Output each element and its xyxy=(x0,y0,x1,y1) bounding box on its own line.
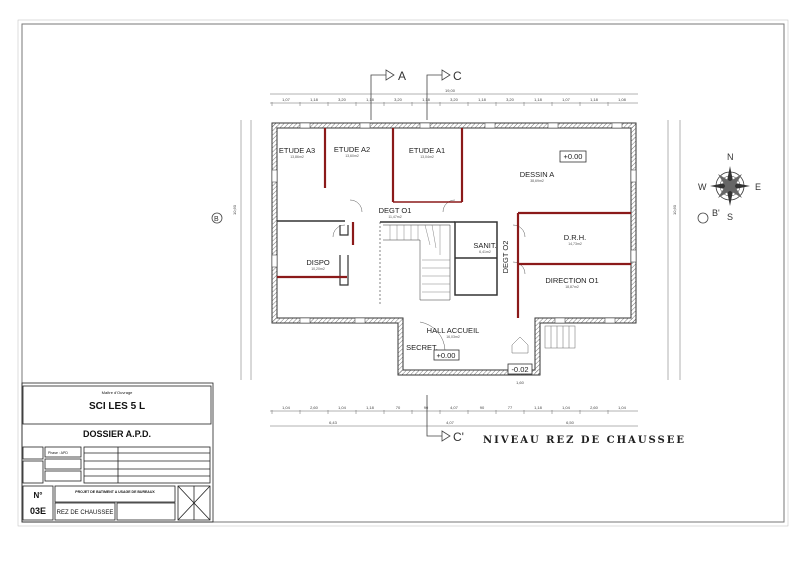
svg-text:+0.00: +0.00 xyxy=(437,351,456,360)
dimension-label: 3,20 xyxy=(394,97,403,102)
level-marker-main: +0.00 xyxy=(559,150,587,163)
room-area: 13,86m2 xyxy=(290,155,304,159)
dimension-label: 1,18 xyxy=(478,97,487,102)
compass-e: E xyxy=(755,182,761,192)
overall-depth-right: 10,60 xyxy=(672,204,677,215)
dimension-label: 4,07 xyxy=(450,405,459,410)
dimension-label: 3,20 xyxy=(506,97,515,102)
overall-depth-left: 10,60 xyxy=(232,204,237,215)
room-label: SANIT. xyxy=(473,241,496,250)
dimension-label: 1,18 xyxy=(534,405,543,410)
bottom-dimensions xyxy=(270,410,638,427)
section-b-label: B xyxy=(214,216,219,223)
sheet-number: 03E xyxy=(30,506,46,516)
section-b-prime-label: B' xyxy=(712,208,720,218)
room-area: 38,69m2 xyxy=(530,179,544,183)
entrance-steps xyxy=(511,325,576,354)
dimension-label: 1,18 xyxy=(366,97,375,102)
room-label: DIRECTION O1 xyxy=(545,276,598,285)
room-area: 13,04m2 xyxy=(420,155,434,159)
dimension-label: 2,60 xyxy=(590,405,599,410)
dimension-total: 6,43 xyxy=(329,420,338,425)
dimension-label: 1,08 xyxy=(618,97,627,102)
room-area: 18,87m2 xyxy=(565,285,579,289)
level-marker-hall: +0.00 xyxy=(433,349,460,361)
entrance-dimension: 1,60 xyxy=(516,380,525,385)
new-partitions xyxy=(277,128,631,318)
dimension-label: 1,04 xyxy=(562,405,571,410)
room-area: 10,20m2 xyxy=(311,267,325,271)
dimension-label: 90 xyxy=(424,405,429,410)
compass-s: S xyxy=(727,212,733,222)
svg-text:-0.02: -0.02 xyxy=(511,365,528,374)
dimension-label: 1,18 xyxy=(534,97,543,102)
level-marker-entrance: -0.02 xyxy=(507,363,533,375)
dimension-label: 1,18 xyxy=(422,97,431,102)
dimension-label: 70 xyxy=(396,405,401,410)
project-label: PROJET DE BATIMENT A USAGE DE BUREAUX xyxy=(75,490,155,494)
dimension-label: 1,04 xyxy=(338,405,347,410)
staircase xyxy=(389,224,450,293)
exterior-walls xyxy=(271,122,637,376)
sheet-frame xyxy=(21,23,785,523)
door-swings xyxy=(332,199,526,351)
dimension-label: 77 xyxy=(508,405,513,410)
compass-n: N xyxy=(727,152,734,162)
room-area: 11,47m2 xyxy=(388,215,401,219)
phase-label: Phase : APD xyxy=(48,451,68,455)
side-dimensions xyxy=(240,120,681,380)
room-area: 16,03m2 xyxy=(446,335,460,339)
room-area: 6,41m2 xyxy=(479,250,491,254)
dimension-total: 4,07 xyxy=(446,420,455,425)
section-c-prime-label: C' xyxy=(453,430,464,444)
room-label: DISPO xyxy=(306,258,330,267)
dimension-label: 1,18 xyxy=(590,97,599,102)
section-a-label: A xyxy=(398,69,406,83)
dossier-label: DOSSIER A.P.D. xyxy=(83,429,151,439)
room-label: D.R.H. xyxy=(564,233,587,242)
interior-walls xyxy=(277,220,498,305)
room-label: ETUDE A1 xyxy=(409,146,445,155)
dimension-label: 3,20 xyxy=(338,97,347,102)
room-area: 13,60m2 xyxy=(345,154,359,158)
room-label: SECRET. xyxy=(406,343,438,352)
compass-rose-icon xyxy=(710,166,750,206)
section-markers xyxy=(211,69,709,442)
dimension-label: 1,18 xyxy=(310,97,319,102)
dimension-label: 1,04 xyxy=(282,405,291,410)
drawing-title: NIVEAU REZ DE CHAUSSEE xyxy=(483,435,686,446)
title-block xyxy=(21,382,214,523)
dimension-label: 1,07 xyxy=(282,97,291,102)
dimension-label: 1,07 xyxy=(562,97,571,102)
overall-width: 19,00 xyxy=(445,88,456,93)
sheet-name: REZ DE CHAUSSEE xyxy=(57,510,114,516)
compass-w: W xyxy=(698,182,707,192)
room-label: DEGT O2 xyxy=(501,241,510,274)
room-label: DESSIN A xyxy=(520,170,555,179)
owner-label: Maître d'Ouvrage xyxy=(102,390,134,395)
room-label: ETUDE A3 xyxy=(279,146,315,155)
dimension-label: 90 xyxy=(480,405,485,410)
room-label: DEGT O1 xyxy=(379,206,412,215)
sheet-number-label: N° xyxy=(34,491,43,500)
svg-text:+0.00: +0.00 xyxy=(564,152,583,161)
dimension-label: 1,04 xyxy=(618,405,627,410)
dimension-label: 2,60 xyxy=(310,405,319,410)
dimension-label: 3,20 xyxy=(450,97,459,102)
dimension-label: 1,18 xyxy=(366,405,375,410)
top-dimensions xyxy=(270,93,638,104)
dimension-total: 6,50 xyxy=(566,420,575,425)
owner-name: SCI LES 5 L xyxy=(89,401,145,412)
room-label: ETUDE A2 xyxy=(334,145,370,154)
section-c-label: C xyxy=(453,69,462,83)
room-label: HALL ACCUEIL xyxy=(427,326,480,335)
room-area: 14,73m2 xyxy=(568,242,582,246)
